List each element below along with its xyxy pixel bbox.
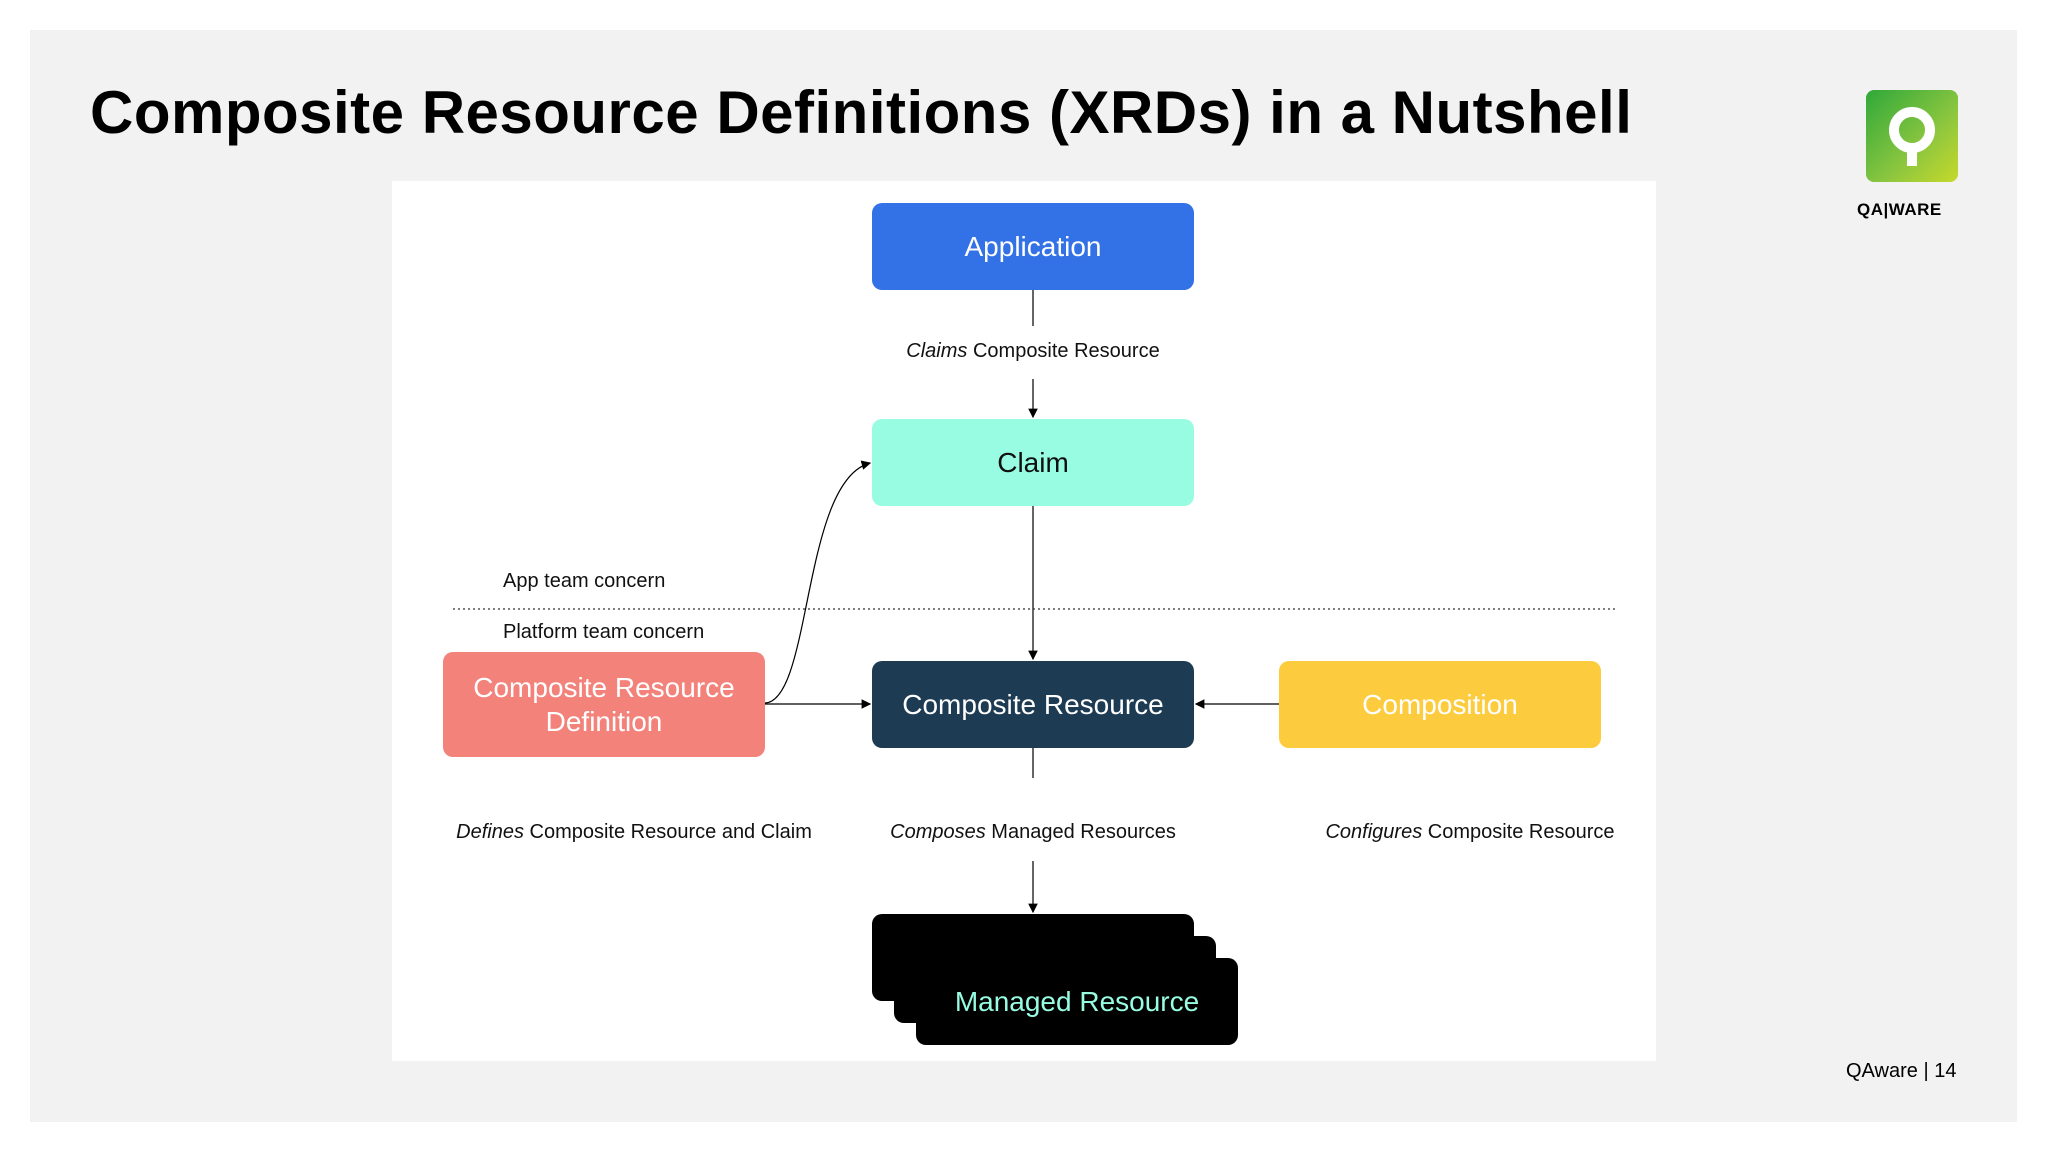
managed-resource-node: Managed Resource <box>916 958 1238 1045</box>
composition-node: Composition <box>1279 661 1601 748</box>
composes-edge-verb: Composes <box>890 821 986 843</box>
defines-edge-label: Defines Composite Resource and Claim <box>456 821 812 844</box>
defines-edge-object: Composite Resource and Claim <box>523 821 812 843</box>
configures-edge-label: Configures Composite Resource <box>1325 821 1614 844</box>
slide-title: Composite Resource Definitions (XRDs) in… <box>90 79 1633 146</box>
diagram-edges <box>453 290 1618 914</box>
claim-node: Claim <box>872 419 1194 506</box>
application-node: Application <box>872 203 1194 290</box>
platform-team-concern-label: Platform team concern <box>503 621 705 643</box>
slide-footer: QAware | 14 <box>1846 1060 1957 1082</box>
claims-edge-label: Claims Composite Resource <box>906 340 1159 363</box>
app-team-concern-label: App team concern <box>503 570 666 592</box>
logo-wordmark: QA|WARE <box>1857 200 1942 219</box>
composes-edge-object: Managed Resources <box>985 821 1176 843</box>
diagram-panel: Application Claims Composite Resource Cl… <box>392 181 1656 1061</box>
claims-edge-verb: Claims <box>906 340 968 362</box>
configures-edge-object: Composite Resource <box>1422 821 1615 843</box>
defines-edge-verb: Defines <box>456 821 524 843</box>
composite-resource-node: Composite Resource <box>872 661 1194 748</box>
configures-edge-verb: Configures <box>1325 821 1423 843</box>
edge-xrd-to-claim <box>764 460 872 704</box>
slide: Composite Resource Definitions (XRDs) in… <box>30 30 2017 1122</box>
claims-edge-object: Composite Resource <box>967 340 1160 362</box>
qaware-logo-icon <box>1866 90 1958 182</box>
composes-edge-label: Composes Managed Resources <box>890 821 1176 844</box>
xrd-node: Composite Resource Definition <box>443 652 765 757</box>
